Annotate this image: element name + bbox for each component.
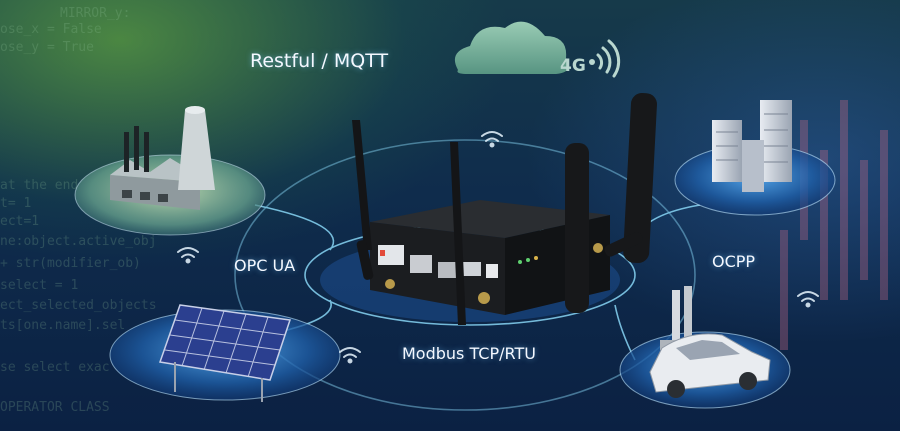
code-line: ose_y = True [0,40,94,55]
antenna-icon [565,143,589,313]
code-line: select = 1 [0,278,79,293]
protocol-label-opc-ua: OPC UA [234,256,296,275]
factory-node [74,106,266,236]
code-line: se select exac [0,360,110,375]
antenna-icon [450,142,466,325]
background-chart-pattern [780,100,888,350]
code-line: ose_x = False [0,22,102,37]
signal-4g-icon [589,39,621,78]
code-line: ect=1 [0,214,40,229]
code-line: + str(modifier_ob) [0,256,141,271]
server-node [674,100,836,216]
code-line: ts[one.name].sel [0,318,126,333]
code-line: t= 1 [0,196,32,211]
car-icon [649,333,771,398]
ev-charging-node [619,286,791,409]
solar-panel-icon [158,304,291,402]
protocol-label-modbus: Modbus TCP/RTU [402,344,536,363]
code-line: ne:object.active_obj [0,234,157,249]
wifi-icon [339,347,361,364]
antenna-icon [352,120,374,280]
server-icon [712,100,792,192]
protocol-label-ocpp: OCPP [712,252,756,271]
wifi-icon [481,131,503,148]
wifi-icon [177,247,199,264]
antenna-icon [604,92,657,264]
code-line: OPERATOR CLASS [0,400,110,415]
code-line: MIRROR_y: [60,6,131,21]
solar-node [109,304,341,402]
wifi-icon [797,291,819,308]
code-line: at the end [0,178,79,193]
code-line: ect_selected_objects [0,298,157,313]
protocol-label-restful-mqtt: Restful / MQTT [250,50,389,72]
network-label-4g: 4G [560,56,586,76]
cloud-icon [454,21,569,75]
factory-icon [110,106,215,210]
